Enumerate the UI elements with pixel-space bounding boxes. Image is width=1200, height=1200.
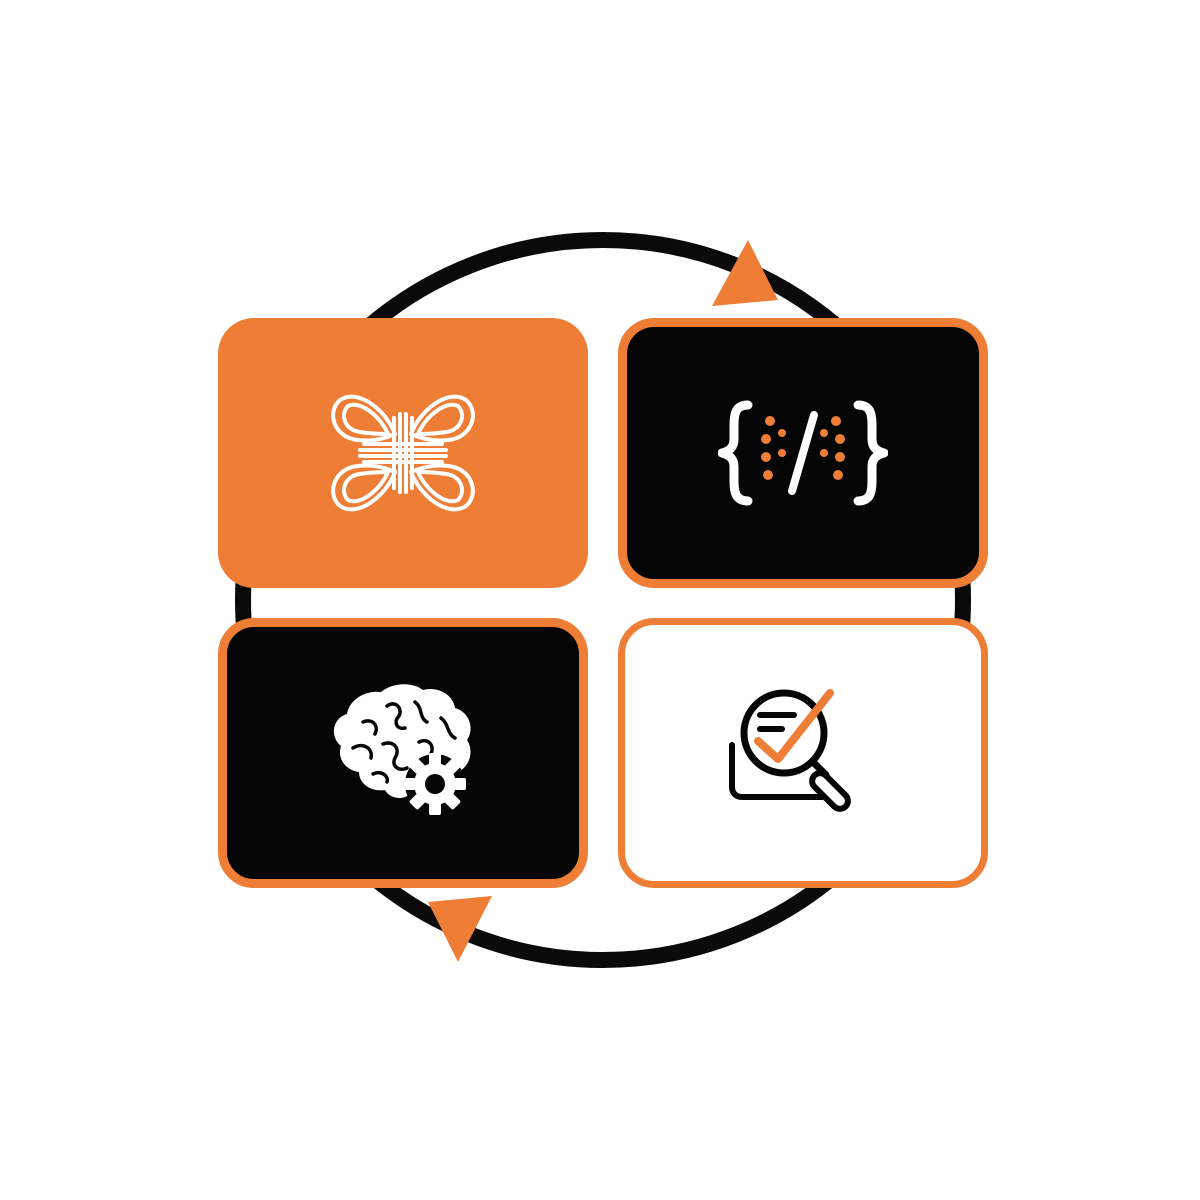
search-check-icon bbox=[729, 689, 851, 812]
celtic-knot-icon bbox=[331, 394, 475, 512]
brain-gear-icon bbox=[333, 684, 471, 815]
tile-code bbox=[618, 318, 988, 588]
cycle-arrow-top-right bbox=[712, 240, 778, 306]
tile-ai bbox=[218, 618, 588, 888]
tile-knowledge bbox=[218, 318, 588, 588]
code-braces-icon bbox=[718, 400, 888, 506]
cycle-ring-path bbox=[235, 232, 971, 968]
tile-review bbox=[618, 618, 988, 888]
cycle-arrow-bottom-left bbox=[428, 896, 492, 962]
